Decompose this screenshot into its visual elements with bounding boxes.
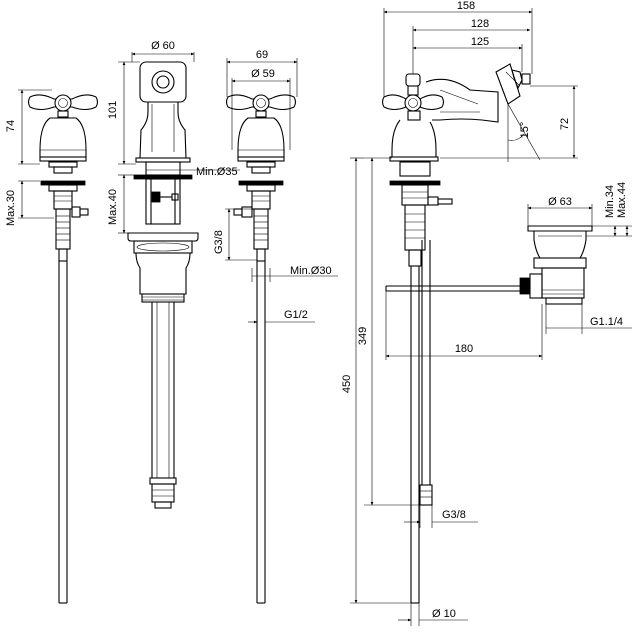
label-158: 158 <box>457 0 475 12</box>
label-125: 125 <box>471 36 489 48</box>
dimension-g114: G1.1/4 <box>545 304 632 334</box>
label-d60: Ø 60 <box>151 40 175 52</box>
label-min35: Min.Ø35 <box>196 166 238 178</box>
label-d59: Ø 59 <box>251 68 275 80</box>
central-body-front-view <box>127 61 199 509</box>
dimension-max30: Max.30 <box>5 180 54 226</box>
dimension-g12: G1/2 <box>248 300 315 326</box>
dimension-g38-vertical: G3/8 <box>213 208 257 261</box>
dimension-max40: Max.40 <box>107 174 134 234</box>
dimension-125: 125 <box>412 36 523 72</box>
label-g38-vertical: G3/8 <box>213 230 225 254</box>
label-349: 349 <box>357 327 369 345</box>
dimension-d63: Ø 63 <box>527 196 593 226</box>
left-valve-side-view <box>27 94 99 604</box>
dimension-g38-horizontal: G3/8 <box>404 505 478 528</box>
label-min30: Min.Ø30 <box>290 265 332 277</box>
dimension-128: 128 <box>412 18 531 74</box>
label-72: 72 <box>559 118 571 130</box>
dimension-min30: Min.Ø30 <box>251 265 338 282</box>
label-g114: G1.1/4 <box>590 316 623 328</box>
label-450: 450 <box>341 375 353 393</box>
dimension-450: 450 <box>341 157 411 604</box>
dimension-d60: Ø 60 <box>131 40 195 62</box>
label-69: 69 <box>256 49 268 61</box>
label-max44: Max.44 <box>616 182 628 218</box>
dimension-158: 158 <box>383 0 533 97</box>
dimension-angle15: 15° <box>507 103 541 162</box>
label-180: 180 <box>455 343 473 355</box>
label-128: 128 <box>471 18 489 30</box>
label-74: 74 <box>5 120 17 132</box>
dimension-349: 349 <box>357 157 422 506</box>
dimension-74: 74 <box>5 89 52 165</box>
label-g12: G1/2 <box>284 309 308 321</box>
label-15deg: 15° <box>519 122 531 139</box>
label-min34: Min.34 <box>604 185 616 218</box>
dimension-d10: Ø 10 <box>398 603 468 626</box>
label-d10: Ø 10 <box>432 608 456 620</box>
dimension-d59: Ø 59 <box>231 68 291 150</box>
spout-side-view <box>381 63 593 604</box>
dimension-180: 180 <box>385 291 543 360</box>
label-max40: Max.40 <box>107 189 119 225</box>
dimension-min34-max44: Min.34 Max.44 <box>586 182 632 237</box>
label-max30: Max.30 <box>5 190 17 226</box>
dimension-69: 69 <box>226 49 298 97</box>
dimension-min35: Min.Ø35 <box>145 166 240 178</box>
label-101: 101 <box>107 101 119 119</box>
dimension-101: 101 <box>107 61 140 165</box>
dimension-72: 72 <box>440 85 578 159</box>
label-g38-horizontal: G3/8 <box>442 509 466 521</box>
label-d63: Ø 63 <box>548 196 572 208</box>
